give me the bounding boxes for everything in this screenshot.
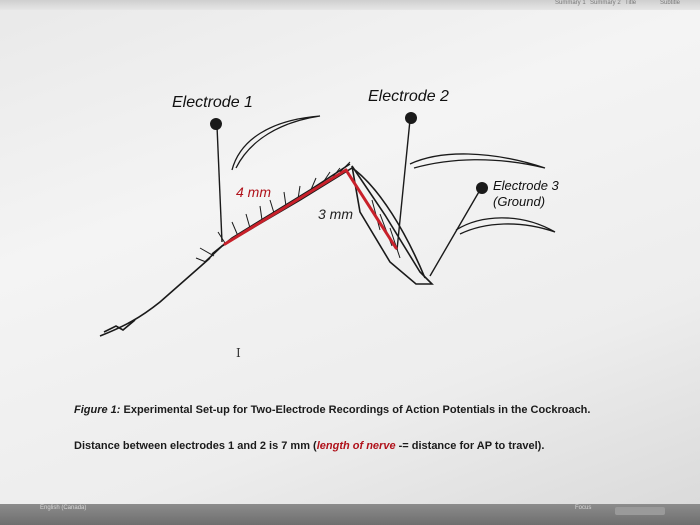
electrode-3-ground-label: (Ground) bbox=[493, 194, 546, 209]
electrode-2-label: Electrode 2 bbox=[368, 88, 449, 105]
tarsus-segment bbox=[99, 257, 211, 337]
electrode-3-label: Electrode 3 bbox=[493, 178, 559, 193]
nerve-segment-4mm bbox=[223, 168, 348, 246]
distance-suffix: -= distance for AP to travel). bbox=[395, 440, 545, 452]
figure-text: Experimental Set-up for Two-Electrode Re… bbox=[120, 404, 591, 416]
distance-3mm-label: 3 mm bbox=[318, 206, 353, 222]
status-language[interactable]: English (Canada) bbox=[40, 505, 87, 511]
femur-segment bbox=[351, 165, 434, 285]
electrode-2-head bbox=[405, 112, 417, 124]
top-tab-title[interactable]: Title bbox=[625, 0, 637, 6]
electrode-1-head bbox=[210, 118, 222, 130]
top-tab-subtitle[interactable]: Subtitle bbox=[660, 0, 681, 6]
feeler-left bbox=[231, 115, 321, 171]
distance-prefix: Distance between electrodes 1 and 2 is 7… bbox=[74, 440, 317, 452]
feelers bbox=[231, 115, 556, 235]
status-focus[interactable]: Focus bbox=[575, 505, 592, 511]
leg-spines bbox=[195, 161, 401, 263]
electrode-3-head bbox=[476, 182, 488, 194]
figure-caption: Figure 1: Experimental Set-up for Two-El… bbox=[74, 404, 590, 416]
electrode-pins bbox=[216, 119, 481, 277]
zoom-control[interactable] bbox=[615, 507, 665, 515]
feeler-right-bottom bbox=[455, 217, 556, 235]
figure-label: Figure 1: bbox=[74, 404, 121, 416]
nerve-path bbox=[223, 168, 398, 250]
status-bar bbox=[0, 504, 700, 525]
top-tab-summary-2[interactable]: Summary 2 bbox=[590, 0, 621, 6]
feeler-right-top bbox=[409, 153, 546, 169]
distance-caption: Distance between electrodes 1 and 2 is 7… bbox=[74, 440, 544, 452]
text-cursor-icon: I bbox=[236, 346, 241, 360]
electrode-3-pin bbox=[429, 189, 481, 277]
nerve-segment-3mm bbox=[344, 168, 398, 250]
distance-4mm-label: 4 mm bbox=[236, 184, 271, 200]
electrode-1-pin bbox=[216, 125, 223, 243]
coxa-segment bbox=[354, 169, 426, 279]
electrode-2-pin bbox=[396, 119, 411, 251]
electrode-1-label: Electrode 1 bbox=[172, 94, 253, 111]
distance-italic: length of nerve bbox=[316, 440, 396, 452]
top-tab-summary-1[interactable]: Summary 1 bbox=[555, 0, 586, 6]
top-toolbar bbox=[0, 0, 700, 10]
